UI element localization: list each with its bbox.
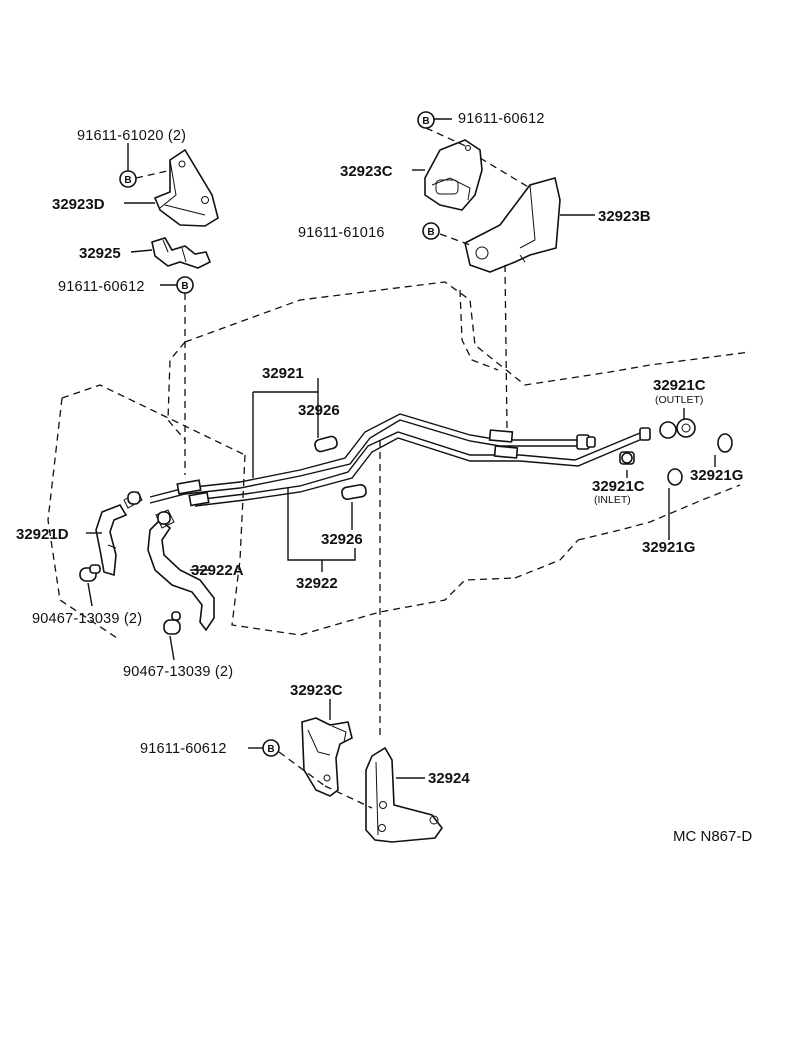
transmission-outline [47,281,751,641]
label-32921C-outlet: 32921C [653,377,706,394]
sleeve-32926-b [341,483,367,501]
label-32921G-b: 32921G [642,539,695,556]
label-90467-13039-a: 90467-13039 (2) [32,611,142,627]
bolt-icon: B [422,222,440,240]
bracket-32923D [153,148,219,227]
label-32921D: 32921D [16,526,69,543]
clip-32925 [151,237,212,269]
svg-text:B: B [422,116,429,127]
bolt-icon: B [119,170,137,188]
bracket-32923B-group: B B [412,111,595,431]
sleeve-32926-a [314,435,338,453]
label-32923C-top: 32923C [340,163,393,180]
label-91611-60612-c: 91611-60612 [140,741,227,757]
hose-clamp-icon [127,491,141,505]
hose-clamp-icon [163,611,181,635]
union-fitting-inlet [619,451,635,465]
cooler-pipes [149,413,651,507]
label-outlet-note: (OUTLET) [655,394,703,406]
label-32922: 32922 [296,575,338,592]
label-32922A: 32922A [191,562,244,579]
bolt-icon: B [417,111,435,129]
label-inlet-note: (INLET) [594,494,631,506]
label-32926-b: 32926 [321,531,363,548]
bracket-32923D-group: B B [119,143,219,475]
label-32923D: 32923D [52,196,105,213]
bolt-icon: B [262,739,280,757]
label-91611-60612-b: 91611-60612 [458,111,545,127]
reference-code: MC N867-D [673,828,752,845]
hose-leaders [86,532,210,661]
bracket-32923B [464,177,561,273]
bracket-32924 [365,746,443,843]
pipe-leaders [252,378,716,572]
label-90467-13039-b: 90467-13039 (2) [123,664,233,680]
svg-text:B: B [124,175,131,186]
svg-text:B: B [181,281,188,292]
label-32921G-a: 32921G [690,467,743,484]
gasket-32921G-a [717,433,733,453]
bolt-icon: B [176,276,194,294]
svg-text:B: B [267,744,274,755]
clamp-32923C-top [424,139,483,211]
label-32921: 32921 [262,365,304,382]
label-91611-61020: 91611-61020 (2) [77,128,186,144]
hose-clamp-icon [79,564,101,582]
bracket-32924-group: B [248,440,443,843]
label-32924: 32924 [428,770,470,787]
label-91611-60612-a: 91611-60612 [58,279,145,295]
union-fitting-outlet [659,418,696,439]
svg-text:B: B [427,227,434,238]
hose-clamp-icon [157,511,171,525]
label-32926-a: 32926 [298,402,340,419]
label-32921C-inlet: 32921C [592,478,645,495]
label-32923C-bottom: 32923C [290,682,343,699]
label-32925: 32925 [79,245,121,262]
label-32923B: 32923B [598,208,651,225]
part-labels: 91611-61020 (2) 32923D 32925 91611-60612… [16,111,752,845]
clamp-32923C-bottom [301,717,353,797]
gasket-32921G-b [667,468,683,486]
label-91611-61016: 91611-61016 [298,225,385,241]
